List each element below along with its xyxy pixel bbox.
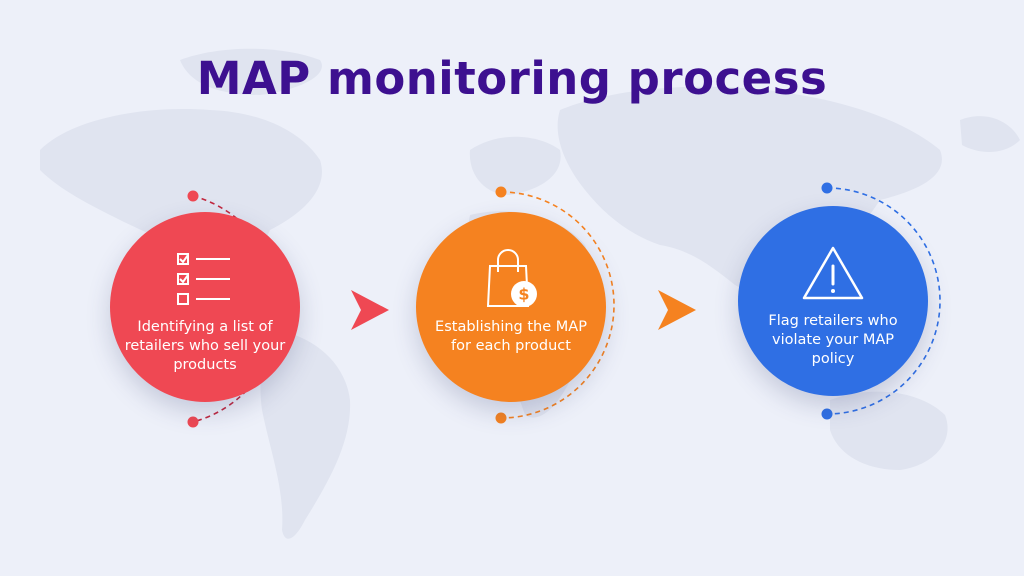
page-title: MAP monitoring process [196,52,828,105]
step-1-circle: Identifying a list of retailers who sell… [110,212,300,402]
step-3-circle: Flag retailers who violate your MAP poli… [738,206,928,396]
step-3-arc-bottom-dot [821,408,833,420]
step-2-label: Establishing the MAP for each product [435,319,587,354]
step-2-arc-top-dot [495,186,507,198]
step-2-arc [495,186,615,424]
arrow-right-icon [351,290,389,330]
warning-triangle-icon [802,246,864,300]
step-3-arc [821,182,941,420]
shopping-bag-dollar-icon: $ [486,249,537,307]
checklist-icon [177,253,230,305]
step-3-arc-top-dot [821,182,833,194]
step-1-label: Identifying a list of retailers who sell… [124,319,286,373]
step-2-arc-bottom-dot [495,412,507,424]
step-2-circle: $ Establishing the MAP for each product [416,212,606,402]
arrow-right-icon [658,290,696,330]
step-1-arc-bottom-dot [187,416,199,428]
step-3-label: Flag retailers who violate your MAP poli… [768,313,898,367]
svg-text:$: $ [518,285,529,304]
step-1-arc-top-dot [187,190,199,202]
